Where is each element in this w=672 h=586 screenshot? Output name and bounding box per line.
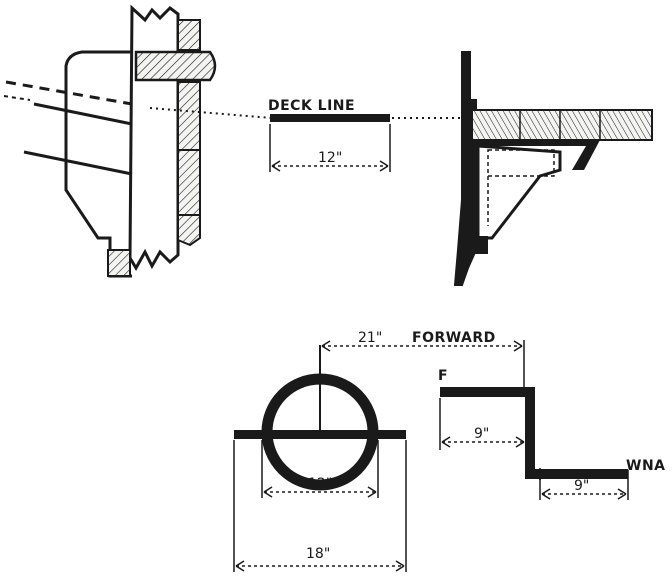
ring-dim12-arrows [263, 486, 377, 498]
dim-21-label: 21" [358, 330, 382, 346]
forward-dim-arrows [321, 340, 523, 352]
deck-dim-12-label: 12" [318, 150, 342, 166]
dim-9-left-label: 9" [474, 426, 489, 442]
timber-block-1 [177, 19, 201, 51]
step-mark: F WNA 9" 9" [438, 368, 666, 500]
deck-dim-arrow-right [379, 160, 389, 172]
bracket-inner-dashed [487, 149, 555, 177]
sight-line-dashed [5, 80, 133, 106]
rod-1 [33, 102, 133, 126]
ring-bar [234, 430, 406, 439]
deck-line-dotted-left [149, 107, 273, 119]
step-dim9a-arrows [441, 436, 525, 448]
bracket-outline [64, 50, 132, 278]
deck-timber [471, 109, 653, 141]
ring-mark: 12" 18" [233, 345, 407, 572]
forward-label: FORWARD [412, 330, 496, 346]
deck-angle [476, 140, 600, 170]
ring-dim-12-label: 12" [308, 476, 332, 492]
forward-dimension: 21" FORWARD [321, 330, 525, 392]
ring-dim-18-label: 18" [306, 546, 330, 562]
hull-plate [128, 4, 180, 271]
bracket-foot-plate [466, 236, 488, 254]
step-line [440, 387, 628, 479]
deck-line-mark: DECK LINE 12" [268, 98, 470, 172]
side-plate [453, 51, 477, 286]
left-side-view [3, 4, 273, 278]
wna-label: WNA [626, 458, 666, 474]
deck-line-bar [270, 114, 390, 122]
sight-line-dashed-2 [3, 95, 31, 101]
deck-dim-arrow-left [271, 160, 281, 172]
right-section-view [453, 51, 653, 286]
bracket-foot [107, 249, 131, 277]
ring-dim18-arrows [235, 560, 405, 572]
timber-block-4 [177, 214, 201, 247]
deck-plank [134, 50, 217, 82]
f-label: F [438, 368, 448, 384]
deck-line-label: DECK LINE [268, 98, 355, 114]
rod-2 [23, 150, 133, 176]
step-dim9b-arrows [541, 488, 627, 500]
timber-block-2 [177, 81, 201, 151]
timber-block-3 [177, 149, 201, 216]
dim-9-right-label: 9" [574, 478, 589, 494]
section-bracket [476, 144, 562, 240]
